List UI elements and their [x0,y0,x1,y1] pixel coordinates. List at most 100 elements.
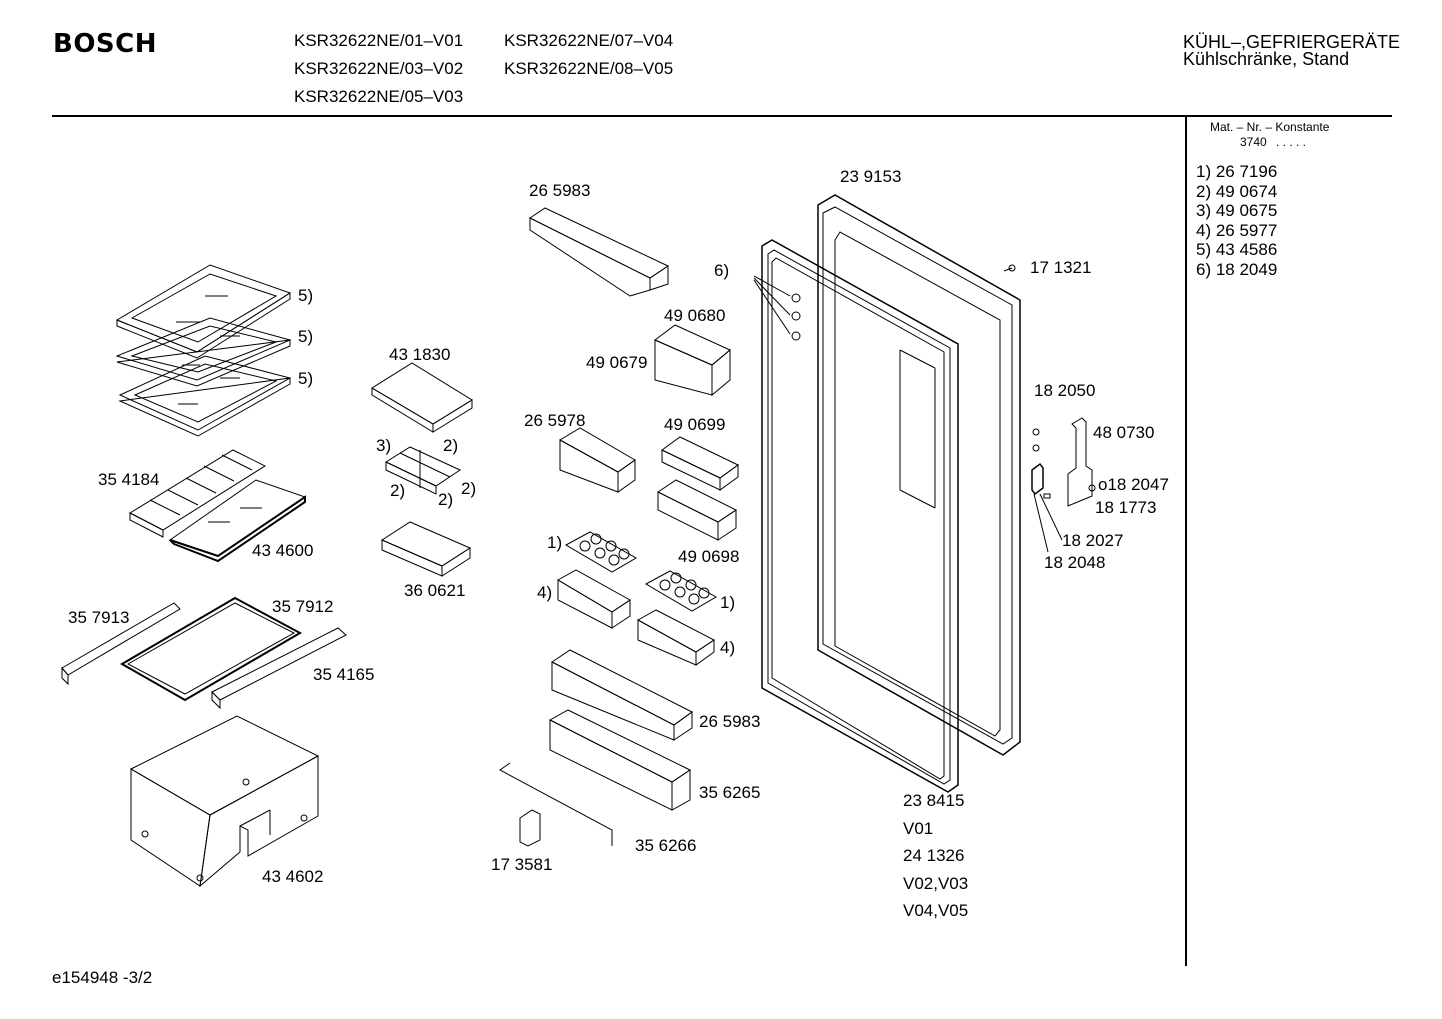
part-label: 35 7913 [68,608,130,627]
model-number: KSR32622NE/07–V04 [504,31,674,50]
part-label: 49 0699 [664,415,726,434]
door-bin-icon [658,480,736,540]
bottle-holder-icon [655,325,730,395]
rail-icon [62,603,180,684]
part-label: 49 0698 [678,547,740,566]
tray-icon [372,363,472,432]
callout-label: 1) [547,533,563,552]
part-label: 43 1830 [389,345,451,364]
callout-label: 3) [376,436,392,455]
divider-set-icon [386,447,460,494]
leader-line [754,280,790,334]
model-number: KSR32622NE/01–V01 [294,31,464,50]
part-label: o18 2047 [1098,475,1169,494]
legend-list: 1) 26 7196 2) 49 0674 3) 49 0675 4) 26 5… [1196,162,1277,279]
wire-hook-icon [500,763,612,846]
document-id: e154948 -3/2 [52,968,153,987]
screw-icon [792,294,800,340]
door-bin-icon [530,208,668,296]
part-label: 18 2050 [1034,381,1096,400]
brand-logo: BOSCH [53,29,157,59]
callout-label: 2) [438,490,454,509]
callout-label: 4) [720,638,736,657]
part-label: 49 0679 [586,353,648,372]
callout-label: 2) [461,479,477,498]
door-bin-icon [552,650,692,740]
legend-item: 5) 43 4586 [1196,240,1278,259]
glass-shelf-icon [120,356,290,436]
drawer-icon [382,522,470,576]
part-label: 18 2048 [1044,553,1106,572]
part-label: 48 0730 [1093,423,1155,442]
door-bin-icon [638,610,714,665]
version-label: V02,V03 [903,874,969,893]
part-label: 23 8415 [903,791,965,810]
egg-tray-icon [566,532,636,572]
category-subtitle: Kühlschränke, Stand [1183,49,1350,69]
part-label: 43 4602 [262,867,324,886]
part-label: 35 4184 [98,470,160,489]
door-gasket-icon [762,240,958,792]
callout-label: 4) [537,583,553,602]
callout-label: 2) [443,436,459,455]
callout-label: 5) [298,327,314,346]
crisper-drawer-icon [131,716,318,886]
part-label: 43 4600 [252,541,314,560]
hinge-icon [1068,418,1092,506]
version-label: V04,V05 [903,901,969,920]
leader-line [754,276,790,296]
part-label: 18 2027 [1062,531,1124,550]
door-bin-icon [550,710,690,810]
part-label: 26 5983 [699,712,761,731]
part-label: 36 0621 [404,581,466,600]
sidebar-constant-dots: . . . . . [1276,135,1307,149]
legend-item: 1) 26 7196 [1196,162,1278,181]
legend-item: 6) 18 2049 [1196,259,1278,279]
screw-icon [1004,265,1015,271]
shelf-rack-icon [130,450,265,537]
callout-label: 1) [720,593,736,612]
door-panel-icon [818,195,1020,755]
part-label: 35 7912 [272,597,334,616]
egg-tray-icon [646,571,716,611]
callout-label: 2) [390,481,406,500]
door-bin-icon [662,437,738,490]
sidebar-constant: 3740 [1240,135,1267,149]
part-label: 35 6266 [635,836,697,855]
callout-label: 6) [714,261,730,280]
part-label: 26 5978 [524,411,586,430]
part-label: 35 6265 [699,783,761,802]
callout-label: 5) [298,286,314,305]
part-label: 23 9153 [840,167,902,186]
part-label: 17 3581 [491,855,553,874]
part-label: 18 1773 [1095,498,1157,517]
door-bin-icon [558,570,630,628]
glass-shelf-icon [117,318,290,386]
model-number: KSR32622NE/08–V05 [504,59,674,78]
category-title: KÜHL–,GEFRIERGERÄTE [1183,32,1401,52]
part-label: 35 4165 [313,665,375,684]
door-bin-icon [560,428,635,492]
rail-icon [212,628,346,708]
glass-plate-icon [170,480,305,561]
callout-label: 5) [298,369,314,388]
part-label: 17 1321 [1030,258,1092,277]
sidebar-heading: Mat. – Nr. – Konstante [1210,120,1330,134]
glass-shelf-icon [117,265,290,358]
crisper-cover-icon [122,598,300,700]
bracket-icon [1032,464,1050,498]
legend-item: 2) 49 0674 [1196,181,1278,201]
leader-line [1040,494,1062,540]
version-label: V01 [903,819,934,838]
leader-line [754,278,790,315]
leader-line [1034,494,1048,552]
model-number: KSR32622NE/05–V03 [294,87,464,106]
part-label: 49 0680 [664,306,726,325]
legend-item: 3) 49 0675 [1196,201,1278,220]
screw-icon [1033,429,1095,491]
part-label: 24 1326 [903,846,965,865]
model-number: KSR32622NE/03–V02 [294,59,464,78]
legend-item: 4) 26 5977 [1196,220,1278,240]
part-label: 26 5983 [529,181,591,200]
